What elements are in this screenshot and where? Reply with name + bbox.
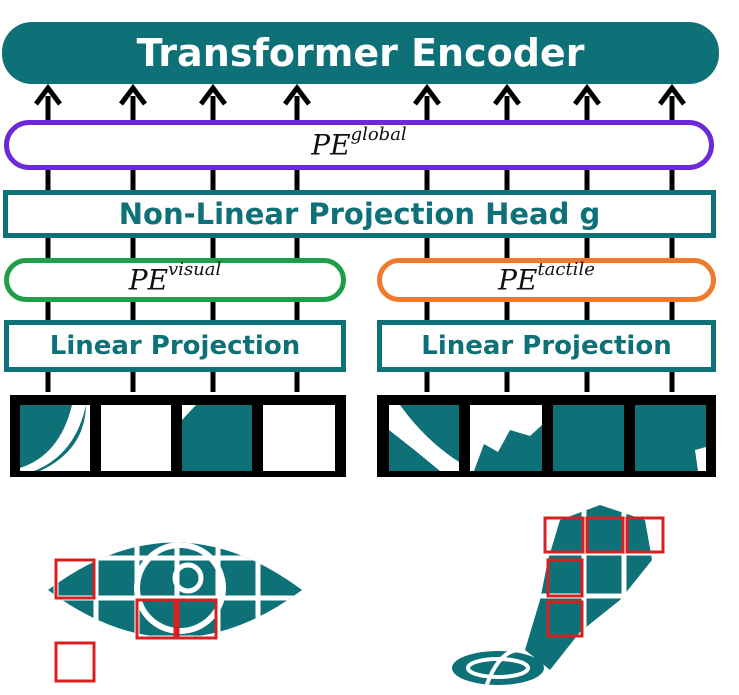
tactile-patch — [389, 405, 459, 471]
linear-projection-visual-label: Linear Projection — [49, 331, 301, 361]
pe-global-base: PE — [311, 128, 351, 162]
linear-projection-visual-box: Linear Projection — [4, 320, 346, 372]
pe-tactile-box: PEtactile — [377, 258, 716, 302]
tactile-patch-strip — [377, 395, 716, 477]
visual-patch-strip — [10, 395, 346, 477]
selected-patch — [176, 598, 218, 640]
selected-patch — [54, 558, 96, 600]
selected-patch — [543, 516, 585, 554]
pe-visual-label: PEvisual — [128, 259, 222, 297]
selected-patch — [54, 641, 96, 683]
selected-patch — [135, 598, 177, 640]
tactile-patch — [553, 405, 624, 471]
eye-icon — [48, 542, 302, 683]
pe-tactile-base: PE — [498, 263, 538, 297]
visual-patch — [263, 405, 335, 471]
visual-patch — [20, 405, 90, 471]
visual-patch — [101, 405, 171, 471]
selected-patch — [546, 600, 584, 638]
linear-projection-tactile-label: Linear Projection — [421, 331, 672, 361]
pe-global-box: PEglobal — [4, 120, 714, 170]
pe-visual-sup: visual — [168, 259, 222, 281]
selected-patch — [585, 516, 625, 554]
pe-visual-base: PE — [128, 263, 169, 297]
selected-patch — [625, 516, 665, 554]
linear-projection-tactile-box: Linear Projection — [377, 320, 716, 372]
projection-head-label: Non-Linear Projection Head g — [118, 197, 601, 231]
pe-tactile-sup: tactile — [537, 259, 595, 281]
transformer-encoder-header: Transformer Encoder — [2, 22, 719, 84]
pe-tactile-label: PEtactile — [498, 259, 595, 297]
pe-global-label: PEglobal — [311, 124, 406, 162]
selected-patch — [546, 558, 584, 598]
finger-touch-icon — [452, 505, 665, 691]
pe-global-sup: global — [350, 124, 407, 146]
tactile-patch — [470, 405, 542, 471]
visual-patch — [182, 405, 252, 471]
tactile-patch — [635, 405, 706, 471]
pe-visual-box: PEvisual — [4, 258, 346, 302]
projection-head-box: Non-Linear Projection Head g — [3, 190, 716, 238]
transformer-encoder-title: Transformer Encoder — [136, 31, 585, 75]
